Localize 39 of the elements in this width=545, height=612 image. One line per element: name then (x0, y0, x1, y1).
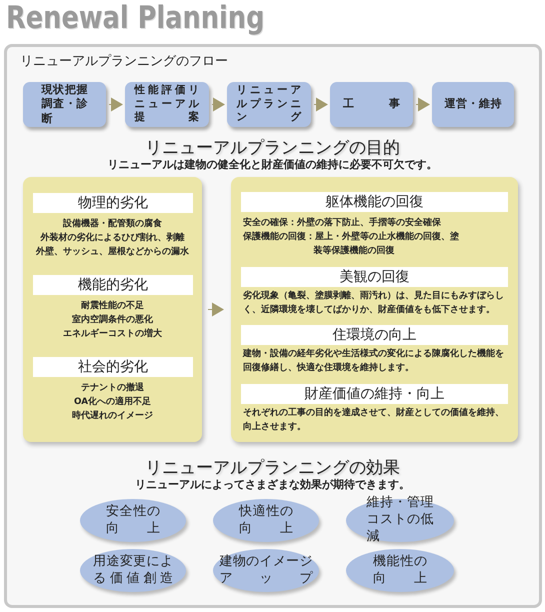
subtitle: リニューアルは建物の健全化と財産価値の維持に必要不可欠です。 (106, 157, 438, 172)
process-box: リニューアルプランニング (227, 82, 311, 127)
panel (231, 177, 518, 442)
description-text: エネルギーコストの増大 (62, 327, 163, 341)
heading-band: 住環境の向上 (241, 325, 508, 345)
section-heading: リニューアルプランニングの目的 (144, 137, 401, 158)
arrow (208, 302, 224, 316)
process-box: 性能評価リニューアル提案 (125, 82, 209, 127)
heading-band: 躯体機能の回復 (241, 192, 508, 212)
description-text: 耐震性能の不足 (80, 300, 145, 313)
description-text: 建物・設備の経年劣化や生活様式の変化による陳腐化した機能を回復修繕し、快適な住環境を維持します。 (243, 347, 505, 376)
subtitle: リニューアルによってさまざまな効果が期待できます。 (134, 477, 411, 492)
description-text: 外装材の劣化によるひび割れ、剥離 (39, 231, 186, 245)
heading-band: 物理的劣化 (33, 193, 193, 213)
heading-band: 美観の回復 (241, 267, 508, 287)
description-text: 時代遅れのイメージ (71, 409, 154, 423)
description-text: それぞれの工事の目的を達成させて、財産としての価値を維持、向上させます。 (243, 406, 505, 434)
panel (23, 177, 202, 442)
section-heading: リニューアルプランニングの効果 (144, 457, 401, 478)
arrow (416, 98, 430, 112)
process-box: 工事 (330, 82, 413, 127)
process-box: 運営・維持 (432, 82, 514, 127)
description-text: OA化への適用不足 (72, 395, 152, 409)
description-text: 保護機能の回復：屋上・外壁等の止水機能の回復、塗装等保護機能の回復 (243, 230, 460, 258)
description-text: テナントの撤退 (80, 381, 145, 395)
arrow (314, 98, 328, 112)
section-heading: リニューアルプランニングのフロー (20, 53, 229, 70)
heading-band: 財産価値の維持・向上 (241, 384, 508, 404)
description-text: 劣化現象（亀裂、塗膜剥離、雨汚れ）は、見た目にもみすぼらしく、近隣環境を壊してばかりか、財産価値をも低下させます。 (243, 290, 505, 318)
description-text: 外壁、サッシュ、屋根などからの漏水 (34, 245, 190, 259)
heading-band: 社会的劣化 (33, 357, 193, 377)
description-text: 室内空調条件の悪化 (71, 313, 154, 327)
heading-band: 機能的劣化 (33, 275, 193, 295)
description-text: 設備機器・配管類の腐食 (62, 217, 163, 231)
arrow (212, 98, 225, 112)
page-title: Renewal Planning (6, 0, 264, 36)
process-box: 現状把握調査・診断 (23, 82, 106, 127)
description-text: 安全の確保：外壁の落下防止、手摺等の安全確保 (243, 216, 442, 230)
arrow (108, 98, 123, 112)
